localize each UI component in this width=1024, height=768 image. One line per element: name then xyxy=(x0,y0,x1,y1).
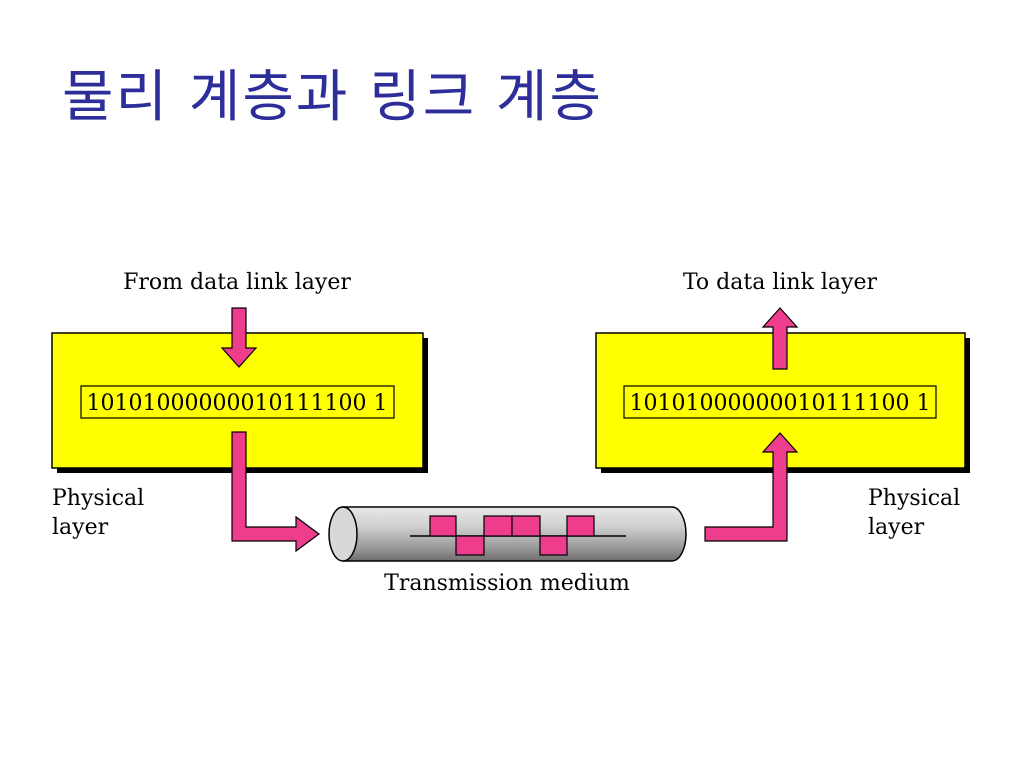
slide-title: 물리 계층과 링크 계층 xyxy=(62,65,604,130)
signal-waveform xyxy=(410,515,626,556)
transmission-medium-label: Transmission medium xyxy=(384,571,630,596)
from-data-link-layer-label: From data link layer xyxy=(123,270,351,295)
to-data-link-layer-label: To data link layer xyxy=(683,270,878,295)
down-arrow xyxy=(220,307,258,368)
left-to-medium-arrow xyxy=(231,431,321,553)
right-bit-stream: 10101000000010111100 1 xyxy=(630,391,931,416)
right-physical-label-line1: Physical xyxy=(868,486,960,511)
medium-to-right-arrow xyxy=(704,432,799,542)
left-physical-layer-box: 10101000000010111100 1 xyxy=(51,332,428,473)
left-physical-label-line2: layer xyxy=(52,515,109,540)
right-physical-label-line2: layer xyxy=(868,515,925,540)
left-physical-label-line1: Physical xyxy=(52,486,144,511)
up-arrow-top xyxy=(761,307,799,370)
left-bit-stream: 10101000000010111100 1 xyxy=(87,391,388,416)
